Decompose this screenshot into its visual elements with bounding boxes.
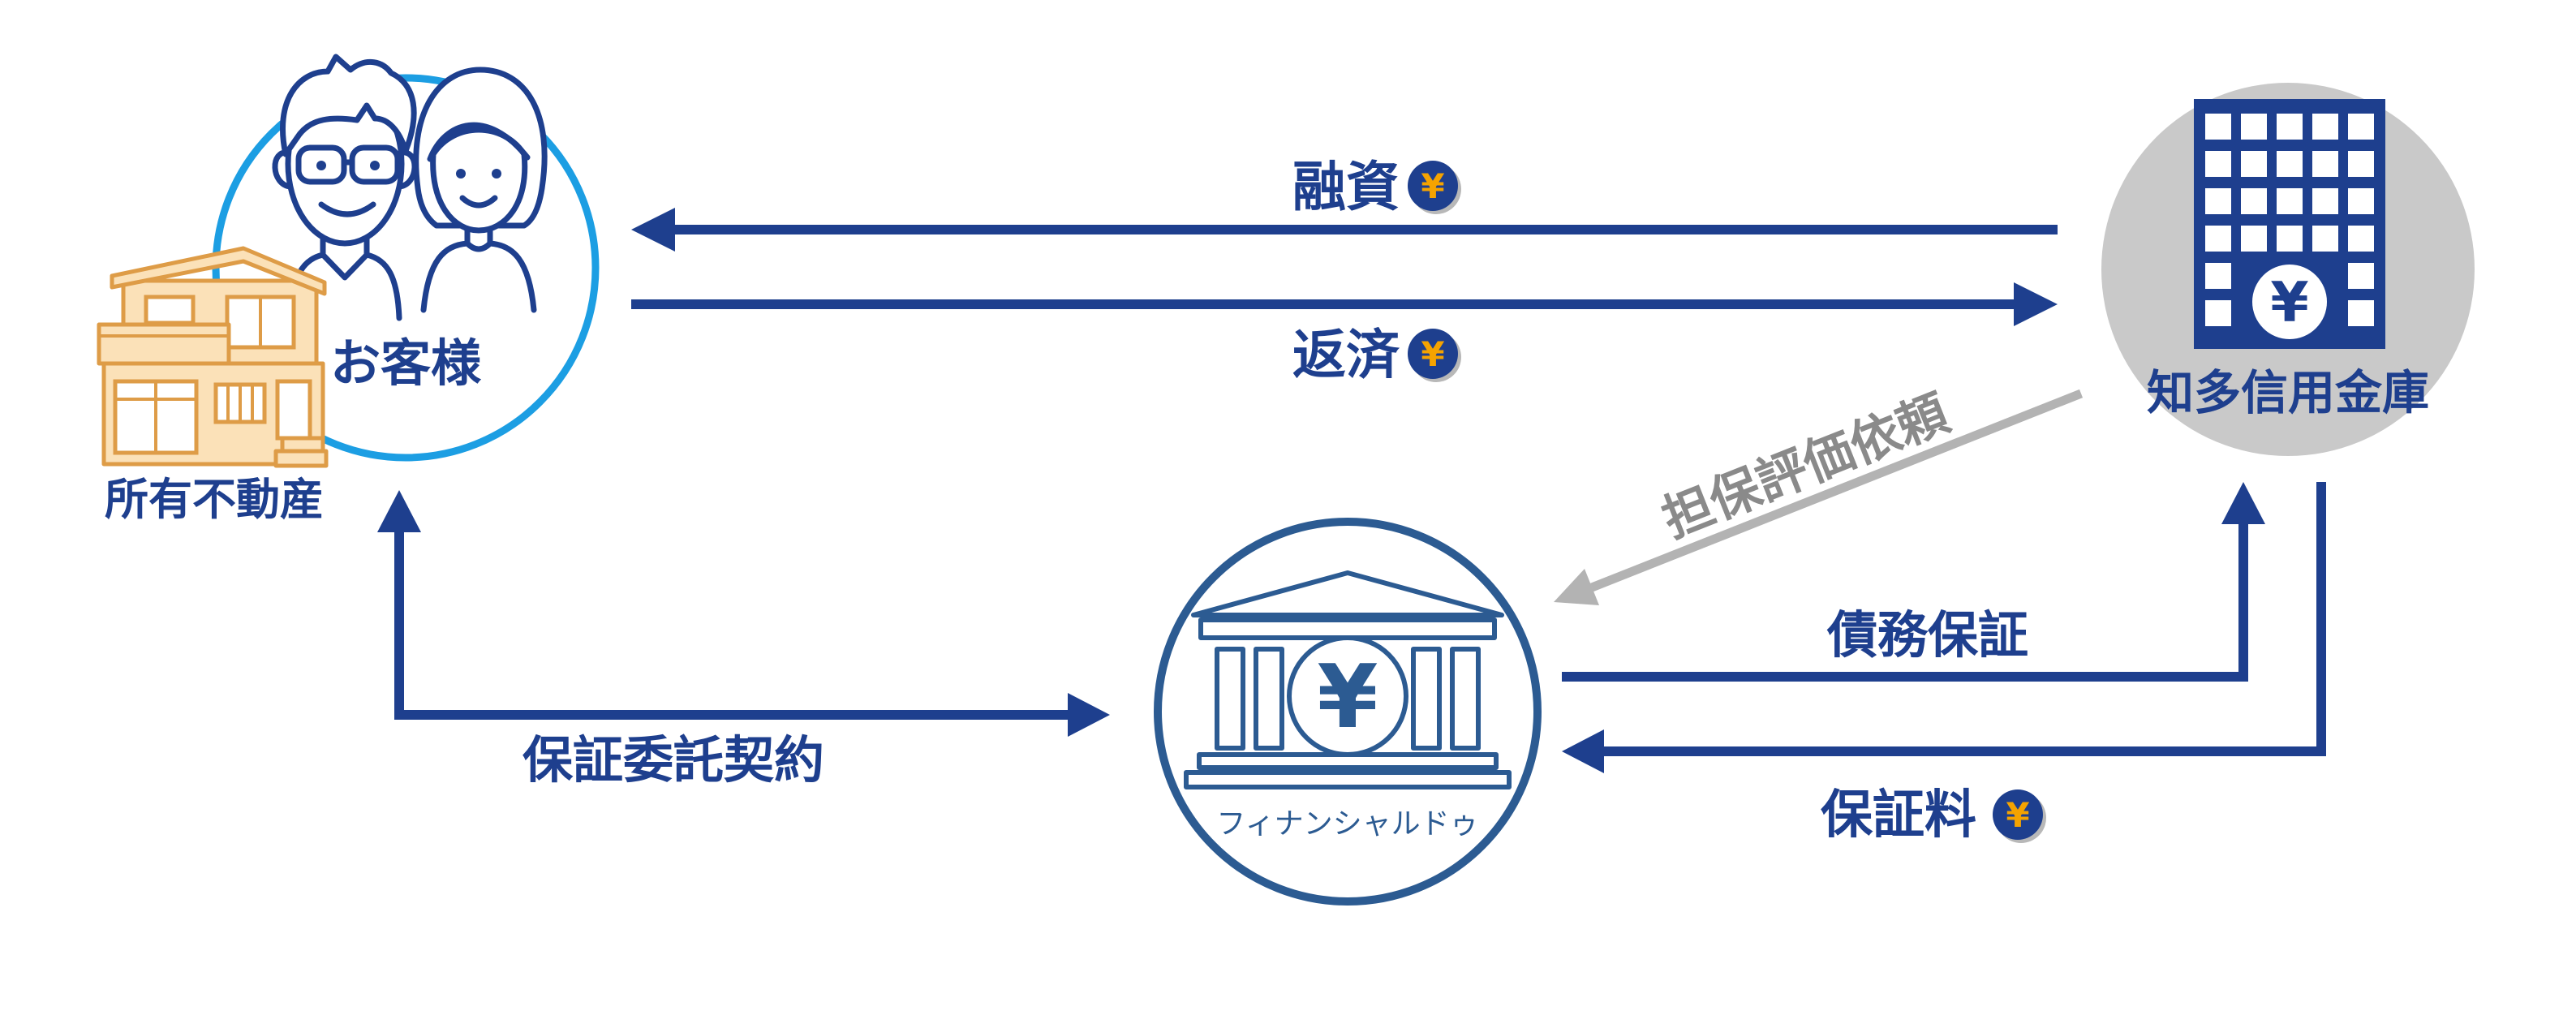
- yen-coin-icon: ¥: [1993, 789, 2046, 843]
- yen-coin: [1993, 789, 2043, 840]
- guarantee-fee-label: 保証料: [1821, 785, 1976, 845]
- property-label: 所有不動産: [105, 474, 324, 525]
- repayment-arrow: [631, 282, 2058, 326]
- bank-building-icon: ¥: [2194, 99, 2385, 349]
- yen-coin-icon: ¥: [1408, 329, 1461, 382]
- building-window: [2205, 263, 2231, 289]
- guarantor-node: ¥ フィナンシャルドゥ: [1154, 518, 1542, 906]
- building-window: [2241, 188, 2267, 214]
- building-window: [2277, 151, 2303, 177]
- house-lower-window-bars: [226, 385, 254, 422]
- guarantee-contract-arrow-head-up: [377, 490, 421, 532]
- building-window: [2205, 188, 2231, 214]
- debt-guarantee-arrow: [1562, 482, 2265, 682]
- building-window: [2277, 226, 2303, 252]
- loan-arrow: [631, 208, 2058, 252]
- building-window: [2277, 188, 2303, 214]
- building-window: [2348, 114, 2374, 140]
- building-window: [2205, 300, 2231, 326]
- man-eye-right: [370, 161, 380, 170]
- building-window: [2348, 226, 2374, 252]
- building-window: [2348, 188, 2374, 214]
- guarantee-fee-arrow: [1562, 482, 2326, 773]
- building-window: [2277, 114, 2303, 140]
- building-window: [2348, 263, 2374, 289]
- collateral-request-label: 担保評価依頼: [1654, 383, 1958, 549]
- collateral-request-arrow: [1554, 389, 2084, 605]
- building-window: [2312, 114, 2338, 140]
- temple-base-upper: [1197, 752, 1499, 770]
- yen-coin: [1408, 161, 1458, 211]
- debt-guarantee-arrow-head: [2221, 482, 2265, 524]
- loan-arrow-head: [631, 208, 675, 252]
- house-step-lower: [273, 449, 329, 468]
- woman-bangs: [427, 122, 531, 162]
- guarantee-contract-arrow-head-right: [1068, 693, 1110, 737]
- building-window: [2205, 226, 2231, 252]
- woman-icon: [413, 67, 548, 313]
- man-smile: [318, 201, 376, 217]
- woman-body: [420, 227, 537, 313]
- customer-label: お客様: [330, 333, 482, 393]
- temple-column: [1411, 647, 1442, 751]
- yen-coin-symbol: ¥: [1421, 166, 1444, 206]
- debt-guarantee-arrow-line: [1562, 519, 2248, 682]
- building-window: [2205, 151, 2231, 177]
- guarantee-contract-arrow-line: [394, 527, 1071, 720]
- yen-coin-symbol: ¥: [2006, 795, 2029, 835]
- building-window: [2312, 188, 2338, 214]
- building-windows: [2205, 114, 2374, 326]
- temple-column: [1215, 647, 1245, 751]
- man-hair: [280, 54, 417, 157]
- house-icon: [97, 246, 329, 468]
- house-balcony: [97, 322, 231, 366]
- guarantee-fee-arrow-head: [1562, 729, 1604, 773]
- building-yen-symbol: ¥: [2270, 271, 2308, 335]
- building-window: [2348, 151, 2374, 177]
- collateral-request-arrow-line: [1589, 389, 2084, 592]
- temple-entablature: [1198, 617, 1497, 640]
- guarantee-fee-arrow-line: [1600, 482, 2326, 756]
- temple-roof: [1191, 570, 1504, 617]
- guarantee-contract-label: 保証委託契約: [523, 730, 824, 789]
- man-eye-left: [316, 161, 326, 170]
- building-window: [2205, 114, 2231, 140]
- yen-coin: [1408, 329, 1458, 379]
- building-window: [2241, 226, 2267, 252]
- woman-eye-left: [456, 169, 466, 179]
- guarantee-contract-arrow: [377, 490, 1110, 737]
- house-roof: [110, 246, 327, 296]
- repayment-label: 返済: [1292, 324, 1400, 386]
- debt-guarantee-label: 債務保証: [1826, 605, 2028, 665]
- temple-column: [1450, 647, 1481, 751]
- house-lower-window-lines: [115, 381, 196, 453]
- temple-yen-symbol: ¥: [1317, 647, 1378, 748]
- building-window: [2348, 300, 2374, 326]
- temple-column: [1254, 647, 1284, 751]
- woman-eye-right: [492, 169, 501, 179]
- guarantor-label: フィナンシャルドゥ: [1216, 807, 1478, 841]
- woman-smile: [459, 195, 498, 209]
- temple-base-lower: [1184, 770, 1512, 789]
- building-window: [2312, 226, 2338, 252]
- building-window: [2241, 114, 2267, 140]
- building-window: [2312, 151, 2338, 177]
- loan-label: 融資: [1292, 156, 1400, 218]
- house-door: [275, 379, 312, 441]
- customer-node: お客様: [212, 54, 600, 462]
- bank-label: 知多信用金庫: [2147, 365, 2429, 420]
- bank-temple-icon: ¥: [1184, 570, 1512, 789]
- building-window: [2241, 151, 2267, 177]
- collateral-request-arrow-head: [1554, 569, 1599, 605]
- repayment-arrow-head: [2014, 282, 2058, 326]
- house-upper-window-left: [144, 295, 196, 325]
- bank-node: ¥ 知多信用金庫: [2101, 83, 2475, 456]
- woman-face: [430, 127, 528, 234]
- yen-coin-icon: ¥: [1408, 161, 1461, 214]
- yen-coin-symbol: ¥: [1421, 334, 1444, 374]
- building-yen-circle: [2252, 265, 2327, 339]
